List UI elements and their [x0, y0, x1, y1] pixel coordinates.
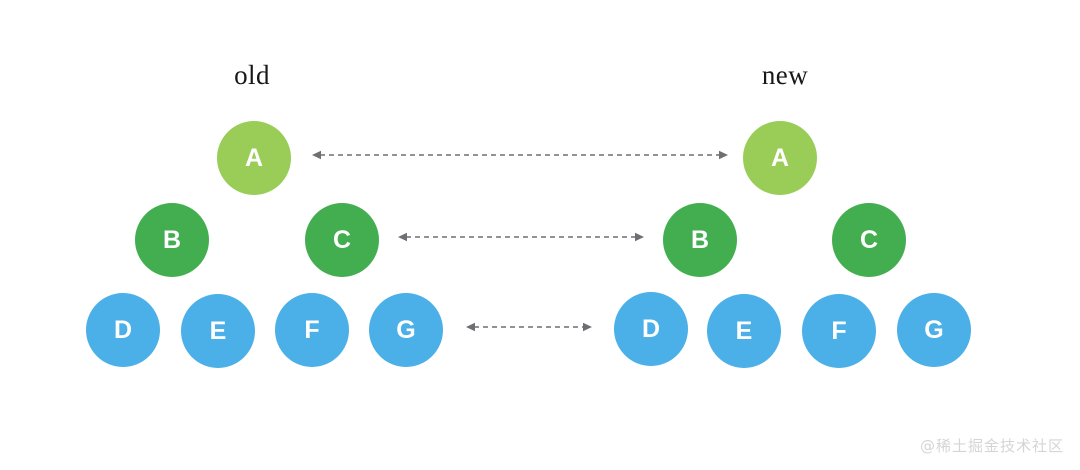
tree-node-label: G: [924, 315, 944, 344]
tree-node-old-d[interactable]: D: [86, 293, 160, 367]
tree-node-old-e[interactable]: E: [181, 294, 255, 368]
comparison-arrow-old-g-to-new-d: [466, 319, 592, 335]
tree-node-label: A: [770, 143, 790, 172]
tree-node-old-f[interactable]: F: [275, 293, 349, 367]
tree-node-new-f[interactable]: F: [802, 294, 876, 368]
tree-node-label: A: [244, 143, 264, 172]
group-label-new: new: [761, 60, 809, 90]
watermark: @稀土掘金技术社区: [919, 437, 1064, 455]
tree-node-label: C: [859, 225, 879, 254]
tree-node-old-c[interactable]: C: [305, 203, 379, 277]
tree-node-new-g[interactable]: G: [897, 293, 971, 367]
group-label-old: old: [234, 60, 270, 90]
tree-node-label: G: [396, 315, 416, 344]
tree-node-new-a[interactable]: A: [743, 121, 817, 195]
tree-node-new-d[interactable]: D: [614, 292, 688, 366]
tree-node-label: E: [209, 316, 227, 345]
tree-node-label: D: [641, 314, 661, 343]
tree-node-label: E: [735, 316, 753, 345]
comparison-arrow-old-c-to-new-b: [398, 229, 644, 245]
tree-node-label: F: [831, 316, 847, 345]
tree-node-new-c[interactable]: C: [832, 203, 906, 277]
tree-node-old-b[interactable]: B: [135, 203, 209, 277]
tree-node-new-b[interactable]: B: [663, 203, 737, 277]
tree-node-old-a[interactable]: A: [217, 121, 291, 195]
tree-node-label: F: [304, 315, 320, 344]
tree-node-old-g[interactable]: G: [369, 293, 443, 367]
tree-node-new-e[interactable]: E: [707, 294, 781, 368]
comparison-arrow-old-a-to-new-a: [312, 147, 728, 163]
tree-node-label: C: [332, 225, 352, 254]
tree-node-label: B: [162, 225, 182, 254]
tree-node-label: B: [690, 225, 710, 254]
tree-node-label: D: [113, 315, 133, 344]
